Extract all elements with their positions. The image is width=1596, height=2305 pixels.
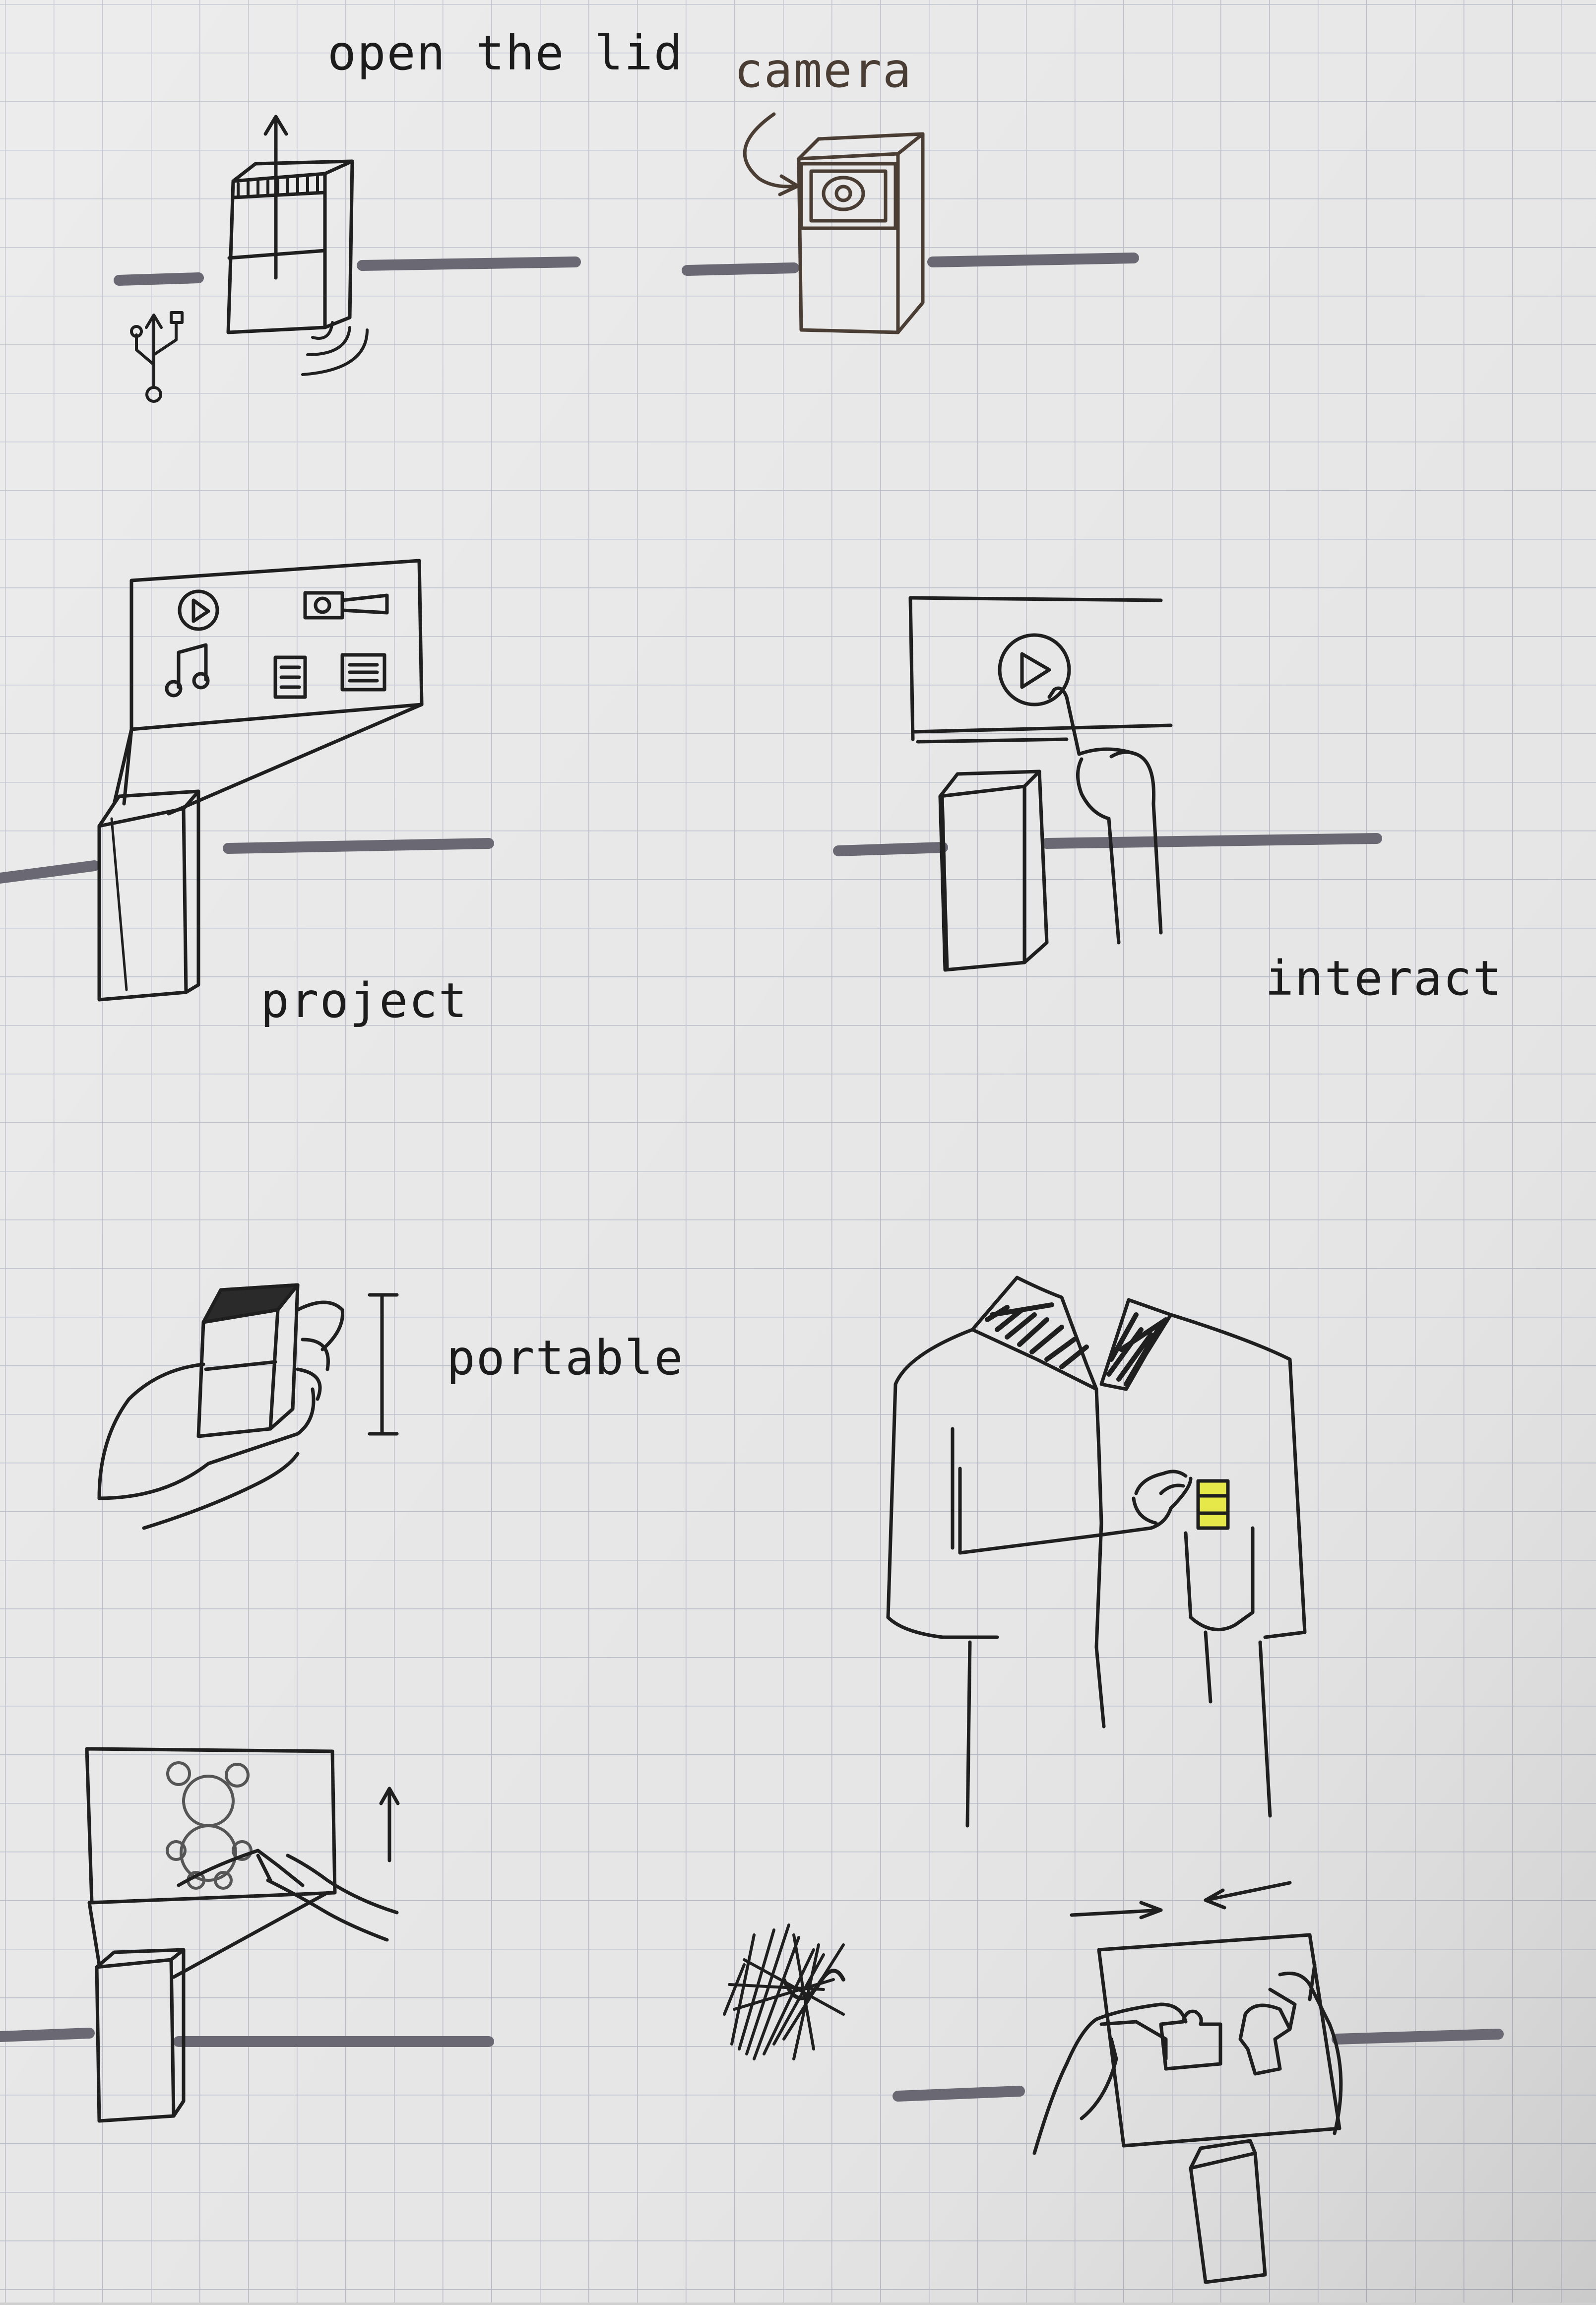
document-icon xyxy=(340,653,386,692)
camera-lens-icon xyxy=(809,169,888,223)
play-icon xyxy=(178,589,219,631)
sketch-camera xyxy=(682,112,1139,334)
document-icon xyxy=(273,655,307,699)
label-interact: interact xyxy=(1265,951,1502,1006)
label-camera: camera xyxy=(734,43,912,98)
play-icon xyxy=(998,633,1071,706)
label-project: project xyxy=(260,973,468,1028)
sketch-interact xyxy=(833,596,1382,972)
wireless-signal-icon xyxy=(301,321,369,376)
usb-icon xyxy=(130,311,184,403)
video-camera-icon xyxy=(303,591,389,620)
label-open-lid: open the lid xyxy=(327,25,684,81)
sketch-shirt-pocket xyxy=(886,1276,1307,1828)
label-portable: portable xyxy=(447,1330,684,1386)
scribble-mark xyxy=(723,1923,845,2060)
music-note-icon xyxy=(165,643,210,698)
sketch-open-lid xyxy=(114,115,581,403)
arrow-up-icon xyxy=(263,115,288,280)
arrow-up-icon xyxy=(379,1787,400,1862)
teddy-bear-icon xyxy=(166,1761,253,1890)
sketch-portable xyxy=(97,1283,399,1530)
sketch-puzzle-hands xyxy=(893,1881,1504,2284)
sketch-project xyxy=(0,559,494,1002)
sketch-teddy-projection xyxy=(0,1747,494,2123)
